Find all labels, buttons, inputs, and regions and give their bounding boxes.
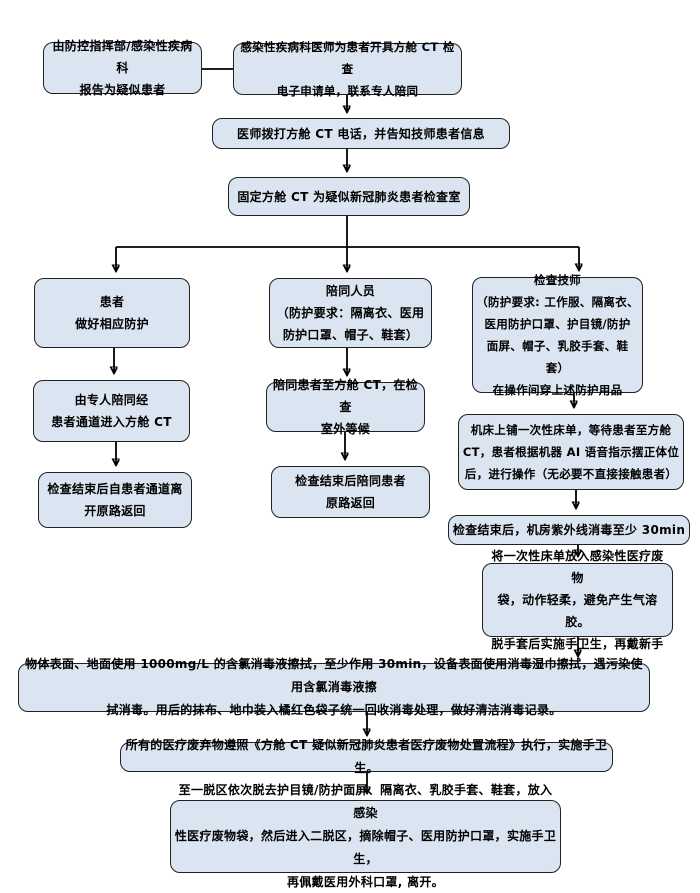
node-technician-role: 检查技师 （防护要求: 工作服、隔离衣、 医用防护口罩、护目镜/防护 面屏、帽子… xyxy=(472,273,643,397)
node-surface-disinfect: 物体表面、地面使用 1000mg/L 的含氯消毒液擦拭，至少作用 30min，设… xyxy=(18,657,650,717)
node-medical-waste: 所有的医疗废弃物遵照《方舱 CT 疑似新冠肺炎患者医疗废物处置流程》执行，实施手… xyxy=(120,738,613,775)
node-patient-escorted-entry: 由专人陪同经 患者通道进入方舱 CT xyxy=(33,380,190,442)
node-escort-wait: 陪同患者至方舱 CT，在检查 室外等候 xyxy=(266,378,425,436)
node-patient-protect: 患者 做好相应防护 xyxy=(34,278,190,348)
node-report-suspected: 由防控指挥部/感染性疾病科 报告为疑似患者 xyxy=(43,39,202,97)
node-doffing-leave: 至一脱区依次脱去护目镜/防护面屏、隔离衣、乳胶手套、鞋套，放入感染 性医疗废物袋… xyxy=(170,783,561,889)
node-physician-order: 感染性疾病科医师为患者开具方舱 CT 检查 电子申请单，联系专人陪同 xyxy=(233,40,462,98)
node-escort-return: 检查结束后陪同患者 原路返回 xyxy=(271,466,430,518)
node-patient-return: 检查结束后自患者通道离 开原路返回 xyxy=(38,472,192,528)
node-technician-operate: 机床上铺一次性床单，等待患者至方舱 CT，患者根据机器 AI 语音指示摆正体位 … xyxy=(458,414,684,490)
node-uv-disinfect: 检查结束后，机房紫外线消毒至少 30min xyxy=(448,515,690,545)
node-phone-notify: 医师拨打方舱 CT 电话，并告知技师患者信息 xyxy=(212,118,510,149)
node-fixed-exam-room: 固定方舱 CT 为疑似新冠肺炎患者检查室 xyxy=(228,177,470,216)
node-sheet-disposal: 将一次性床单放入感染性医疗废物 袋，动作轻柔，避免产生气溶胶。 脱手套后实施手卫… xyxy=(482,549,673,651)
node-escort-role: 陪同人员 （防护要求：隔离衣、医用 防护口罩、帽子、鞋套） xyxy=(269,278,432,348)
